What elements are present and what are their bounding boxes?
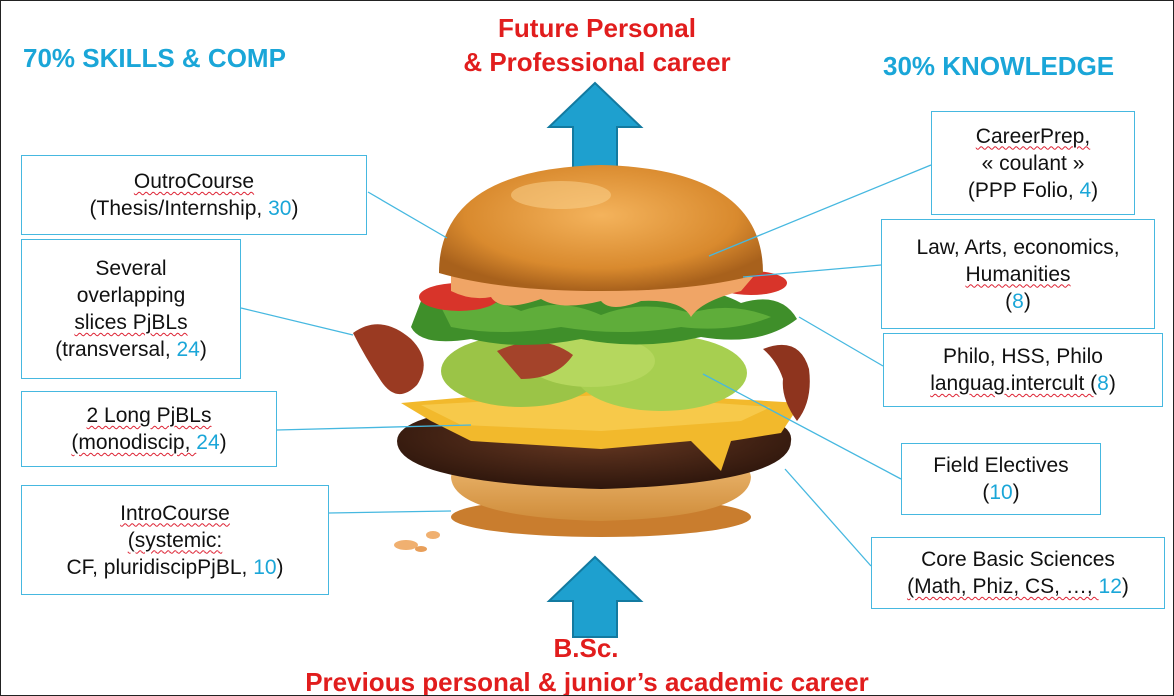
core-close: ) <box>1121 575 1129 598</box>
philo-hss-box: Philo, HSS, Philo languag.intercult (8) <box>883 333 1163 407</box>
law-open: ( <box>1005 289 1013 313</box>
long-pjbls-box: 2 Long PjBLs (monodiscip, 24) <box>21 391 277 467</box>
career-line3: (PPP Folio, <box>967 178 1080 202</box>
philo-credits: 8 <box>1097 372 1109 395</box>
career-prep-box: CareerPrep, « coulant » (PPP Folio, 4) <box>931 111 1135 215</box>
field-line1: Field Electives <box>933 454 1069 477</box>
philo-close: ) <box>1108 372 1116 395</box>
law-close: ) <box>1023 289 1031 313</box>
pjbl-slices-box: Several overlapping slices PjBLs (transv… <box>21 239 241 379</box>
intro-course-box: IntroCourse (systemic: CF, pluridiscipPj… <box>21 485 329 595</box>
slices-line2: overlapping <box>76 284 186 307</box>
long-credits: 24 <box>196 431 220 454</box>
intro-line1: IntroCourse <box>120 501 230 525</box>
field-credits: 10 <box>989 481 1013 504</box>
career-close: ) <box>1091 178 1099 202</box>
law-line2: Humanities <box>965 262 1071 286</box>
future-career-title-line2: & Professional career <box>463 47 731 77</box>
field-close: ) <box>1012 481 1020 504</box>
outro-close: ) <box>291 197 299 220</box>
career-line1: CareerPrep, <box>975 124 1091 148</box>
law-line1: Law, Arts, economics, <box>916 235 1120 259</box>
philo-line2: languag.intercult ( <box>930 372 1098 395</box>
intro-credits: 10 <box>253 555 277 579</box>
up-arrow-icon-top <box>546 81 644 178</box>
philo-line1: Philo, HSS, Philo <box>943 345 1103 368</box>
core-line2: (Math, Phiz, CS, …, <box>907 575 1099 598</box>
knowledge-header: 30% KNOWLEDGE <box>883 51 1115 81</box>
slices-line4: (transversal, <box>55 338 177 361</box>
slices-credits: 24 <box>176 338 200 361</box>
core-credits: 12 <box>1098 575 1122 598</box>
core-line1: Core Basic Sciences <box>921 548 1115 571</box>
outro-course-box: OutroCourse (Thesis/Internship, 30) <box>21 155 367 235</box>
long-close: ) <box>219 431 227 454</box>
previous-career-title: Previous personal & junior’s academic ca… <box>305 667 869 696</box>
law-credits: 8 <box>1012 289 1024 313</box>
slices-close: ) <box>199 338 207 361</box>
slices-line1: Several <box>95 257 167 280</box>
up-arrow-icon-bottom <box>546 555 644 638</box>
outro-credits: 30 <box>268 197 292 220</box>
outro-line1: OutroCourse <box>133 170 255 193</box>
outro-line2: (Thesis/Internship, <box>89 197 269 220</box>
intro-line2: (systemic: <box>127 528 223 552</box>
future-career-title-line1: Future Personal <box>498 13 696 43</box>
intro-close: ) <box>276 555 284 579</box>
career-credits: 4 <box>1079 178 1092 202</box>
field-electives-box: Field Electives (10) <box>901 443 1101 515</box>
connector-lines <box>240 164 932 567</box>
skills-header: 70% SKILLS & COMP <box>23 43 286 73</box>
burger-illustration <box>353 165 810 552</box>
law-arts-box: Law, Arts, economics, Humanities (8) <box>881 219 1155 329</box>
field-open: ( <box>982 481 990 504</box>
long-line2: (monodiscip, <box>71 431 197 454</box>
long-line1: 2 Long PjBLs <box>86 404 212 427</box>
career-line2: « coulant » <box>981 151 1085 175</box>
intro-line3: CF, pluridiscipPjBL, <box>66 555 254 579</box>
core-sciences-box: Core Basic Sciences (Math, Phiz, CS, …, … <box>871 537 1165 609</box>
slices-line3: slices PjBLs <box>74 311 188 334</box>
